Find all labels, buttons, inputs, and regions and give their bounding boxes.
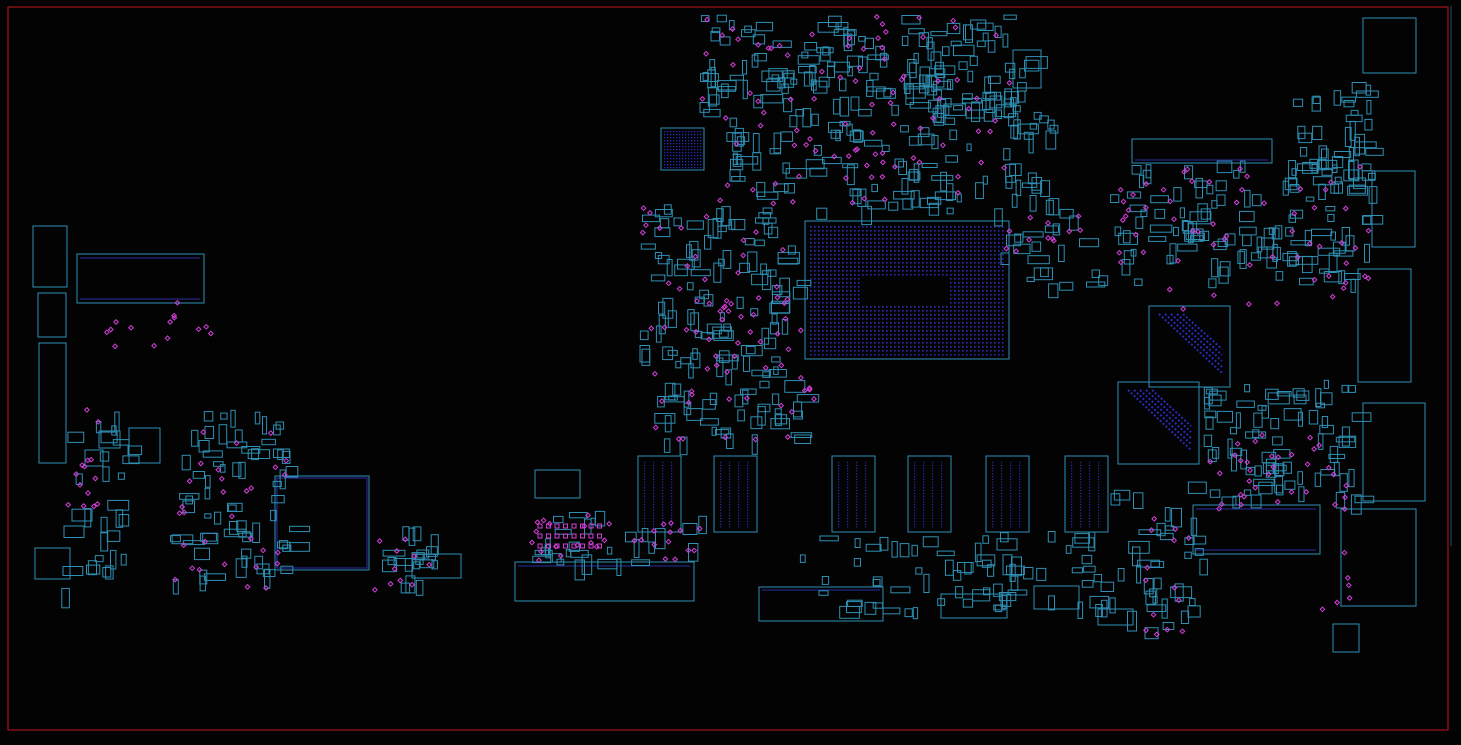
- bottom-connector-a[interactable]: [514, 561, 695, 602]
- ram-chip-5[interactable]: [985, 455, 1030, 533]
- vertical-scrollbar[interactable]: [1450, 6, 1452, 546]
- qfn-right-a[interactable]: [1148, 305, 1231, 388]
- ram-chip-3[interactable]: [831, 455, 876, 533]
- board-outline: [7, 6, 1449, 731]
- ram-chip-1[interactable]: [637, 455, 682, 533]
- via-markers: [65, 13, 1372, 638]
- ram-chip-4[interactable]: [907, 455, 952, 533]
- cpu-bga[interactable]: [804, 220, 1010, 360]
- small-components: [61, 14, 1384, 640]
- right-connector-bottom[interactable]: [1192, 504, 1321, 555]
- bga-small-top[interactable]: [660, 127, 705, 171]
- left-edge-parts: [32, 225, 161, 580]
- bottom-connector-b[interactable]: [758, 586, 884, 622]
- left-dimm-header[interactable]: [76, 253, 205, 304]
- ec-qfp-left[interactable]: [274, 475, 370, 571]
- ram-chip-6[interactable]: [1064, 455, 1109, 533]
- right-connector-top[interactable]: [1131, 138, 1273, 164]
- ram-chip-2[interactable]: [713, 455, 758, 533]
- bottom-connector-c[interactable]: [940, 593, 1008, 619]
- top-right-header[interactable]: [1362, 17, 1417, 74]
- qfn-right-b[interactable]: [1117, 381, 1200, 465]
